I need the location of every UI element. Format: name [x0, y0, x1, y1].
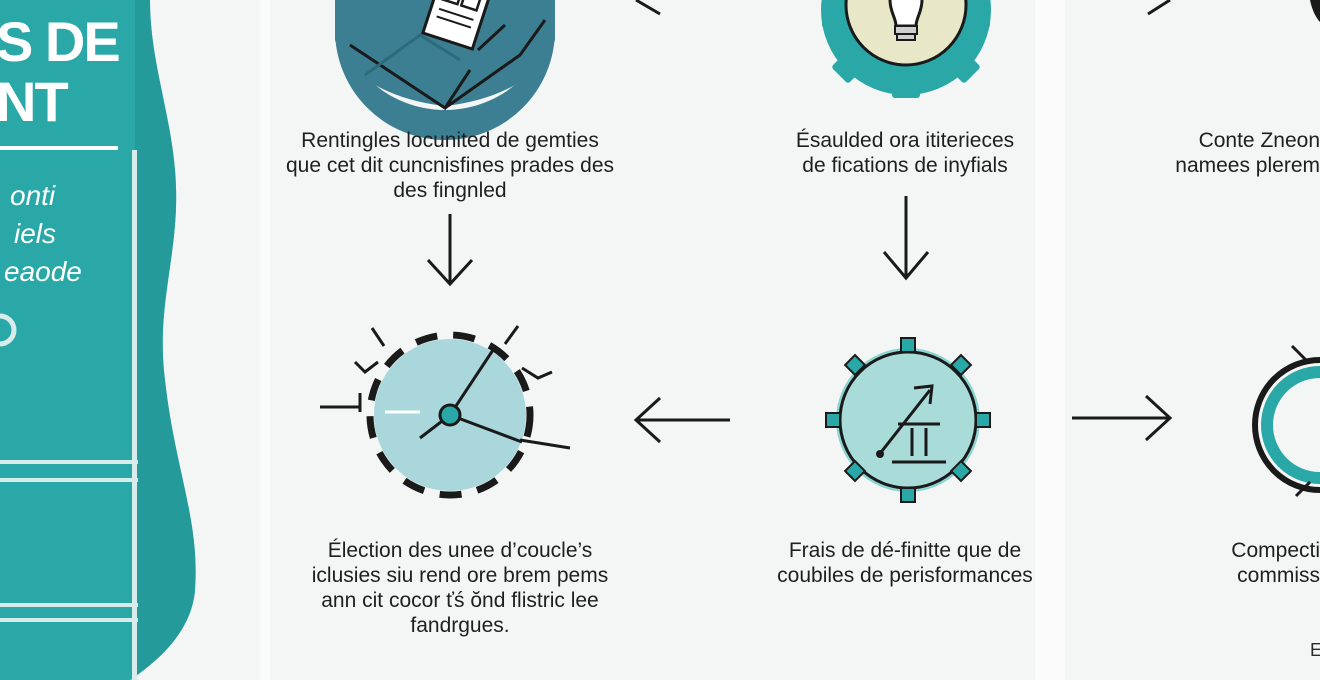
arrow-down-left	[426, 214, 474, 287]
caption-bottom-right-line-2: commiss	[1237, 564, 1320, 587]
caption-top-right-line-2: namees plerem	[1175, 154, 1320, 177]
caption-top-left: Rentingles locunited de gemties que cet …	[260, 128, 640, 203]
caption-bottom-middle: Frais de dé-finitte que de coubiles de p…	[745, 538, 1065, 588]
caption-top-middle-line-1: Ésaulded ora ititerieces	[795, 129, 1015, 152]
caption-bottom-right: Compecti commiss	[1180, 538, 1320, 588]
sidebar-title-line-1: S DE	[0, 10, 121, 73]
arrow-down-middle	[882, 196, 930, 281]
caption-bottom-middle-line-1: Frais de dé-finitte que de	[788, 539, 1022, 562]
arrow-right-bottom	[1072, 394, 1173, 442]
partial-icon	[1310, 0, 1320, 22]
caption-bottom-left-line-1: Élection des unee d’coucle’s	[327, 539, 593, 562]
caption-bottom-left-line-4: fandrgues.	[410, 614, 510, 637]
sidebar-subtitle-line-2: iels	[14, 218, 57, 249]
caption-top-left-line-2: que cet dit cuncnisfines prades des	[285, 154, 615, 177]
caption-top-right: Conte Zneon namees plerem	[1150, 128, 1320, 178]
sidebar-background	[0, 0, 196, 680]
performance-gauge-icon	[825, 337, 991, 503]
caption-top-left-line-3: des fingnled	[393, 179, 507, 202]
arrow-top-left-partial	[635, 0, 661, 16]
caption-top-middle-line-2: de fications de inyfials	[802, 154, 1008, 177]
caption-bottom-left-line-3: ann cit cocor ťś ŏnd flistric lee	[321, 589, 599, 612]
footer-corner-text: E	[1310, 640, 1320, 660]
folder-documents-icon	[335, 0, 555, 140]
caption-bottom-right-line-1: Compecti	[1231, 539, 1320, 562]
caption-top-middle: Ésaulded ora ititerieces de fications de…	[745, 128, 1065, 178]
arrow-top-right-partial	[1147, 0, 1171, 16]
caption-bottom-middle-line-2: coubiles de perisformances	[777, 564, 1033, 587]
sidebar-subtitle-line-3: eaode	[4, 256, 82, 287]
sidebar-subtitle-line-1: onti	[10, 180, 56, 211]
lightbulb-gear-icon	[821, 0, 991, 98]
caption-bottom-left: Élection des unee d’coucle’s iclusies si…	[280, 538, 640, 638]
sidebar-panel: S DE NT onti iels eaode	[0, 0, 200, 680]
clock-dashed-ring-icon	[320, 325, 571, 499]
arrow-left-bottom	[633, 396, 730, 444]
caption-bottom-left-line-2: iclusies siu rend ore brem pems	[311, 564, 609, 587]
partial-ring-icon	[1252, 344, 1320, 498]
sidebar-title-line-2: NT	[0, 70, 69, 133]
caption-top-left-line-1: Rentingles locunited de gemties	[301, 129, 599, 152]
caption-top-right-line-1: Conte Zneon	[1198, 129, 1320, 152]
